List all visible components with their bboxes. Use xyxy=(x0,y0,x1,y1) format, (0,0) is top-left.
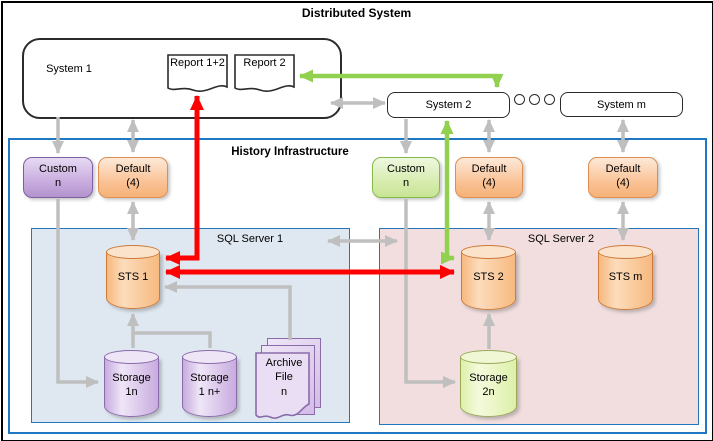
sts-m-database: STS m xyxy=(598,245,653,310)
storage-1n-plus-label: Storage 1 n+ xyxy=(190,372,229,399)
cylinder-body xyxy=(461,252,516,310)
system-m-label: System m xyxy=(597,98,646,111)
sts1-database: STS 1 xyxy=(106,245,160,309)
system1-label: System 1 xyxy=(46,63,92,75)
archive-sheet-front xyxy=(255,352,310,419)
system2-node: System 2 xyxy=(387,92,510,118)
cylinder-top xyxy=(598,245,653,259)
cylinder-body xyxy=(460,357,517,417)
cylinder-top xyxy=(104,350,159,364)
sts2-database: STS 2 xyxy=(461,245,516,310)
storage-1n-database: Storage 1n xyxy=(104,350,159,417)
document-shape xyxy=(234,54,295,92)
report12-document: Report 1+2 xyxy=(167,54,228,98)
custom-connector-right: Custom n xyxy=(372,157,440,198)
cylinder-top xyxy=(460,350,517,364)
custom-connector-left: Custom n xyxy=(23,157,93,198)
default-connector-middle: Default (4) xyxy=(455,157,523,198)
storage-2n-label: Storage 2n xyxy=(469,372,508,399)
cylinder-body xyxy=(104,357,159,417)
default-connector-left: Default (4) xyxy=(98,157,168,198)
cylinder-top xyxy=(461,245,516,259)
cylinder-body xyxy=(182,357,237,417)
cylinder-body xyxy=(106,252,160,309)
history-infrastructure-title: History Infrastructure xyxy=(231,146,349,158)
report2-label: Report 2 xyxy=(243,57,286,69)
sql-server2-title: SQL Server 2 xyxy=(527,233,595,245)
storage-1n-plus-database: Storage 1 n+ xyxy=(182,350,237,417)
sql-server1-title: SQL Server 1 xyxy=(216,233,284,245)
system-m-node: System m xyxy=(560,92,683,117)
ellipsis-circle xyxy=(514,94,525,105)
archive-file-stack: Archive File n xyxy=(255,338,325,426)
sts2-label: STS 2 xyxy=(473,271,504,283)
sts-m-label: STS m xyxy=(608,271,643,283)
cylinder-top xyxy=(182,350,237,364)
report2-document: Report 2 xyxy=(234,54,295,98)
system2-label: System 2 xyxy=(425,99,472,111)
archive-file-label: Archive File n xyxy=(265,357,303,398)
diagram-title: Distributed System xyxy=(301,6,412,20)
cylinder-body xyxy=(598,252,653,310)
cylinder-top xyxy=(106,245,160,259)
ellipsis-circle xyxy=(544,94,555,105)
document-shape xyxy=(167,54,228,92)
default-connector-right: Default (4) xyxy=(588,157,658,198)
storage-1n-label: Storage 1n xyxy=(112,372,151,399)
report12-label: Report 1+2 xyxy=(170,57,225,69)
sts1-label: STS 1 xyxy=(117,271,149,283)
storage-2n-database: Storage 2n xyxy=(460,350,517,417)
ellipsis-circle xyxy=(529,94,540,105)
